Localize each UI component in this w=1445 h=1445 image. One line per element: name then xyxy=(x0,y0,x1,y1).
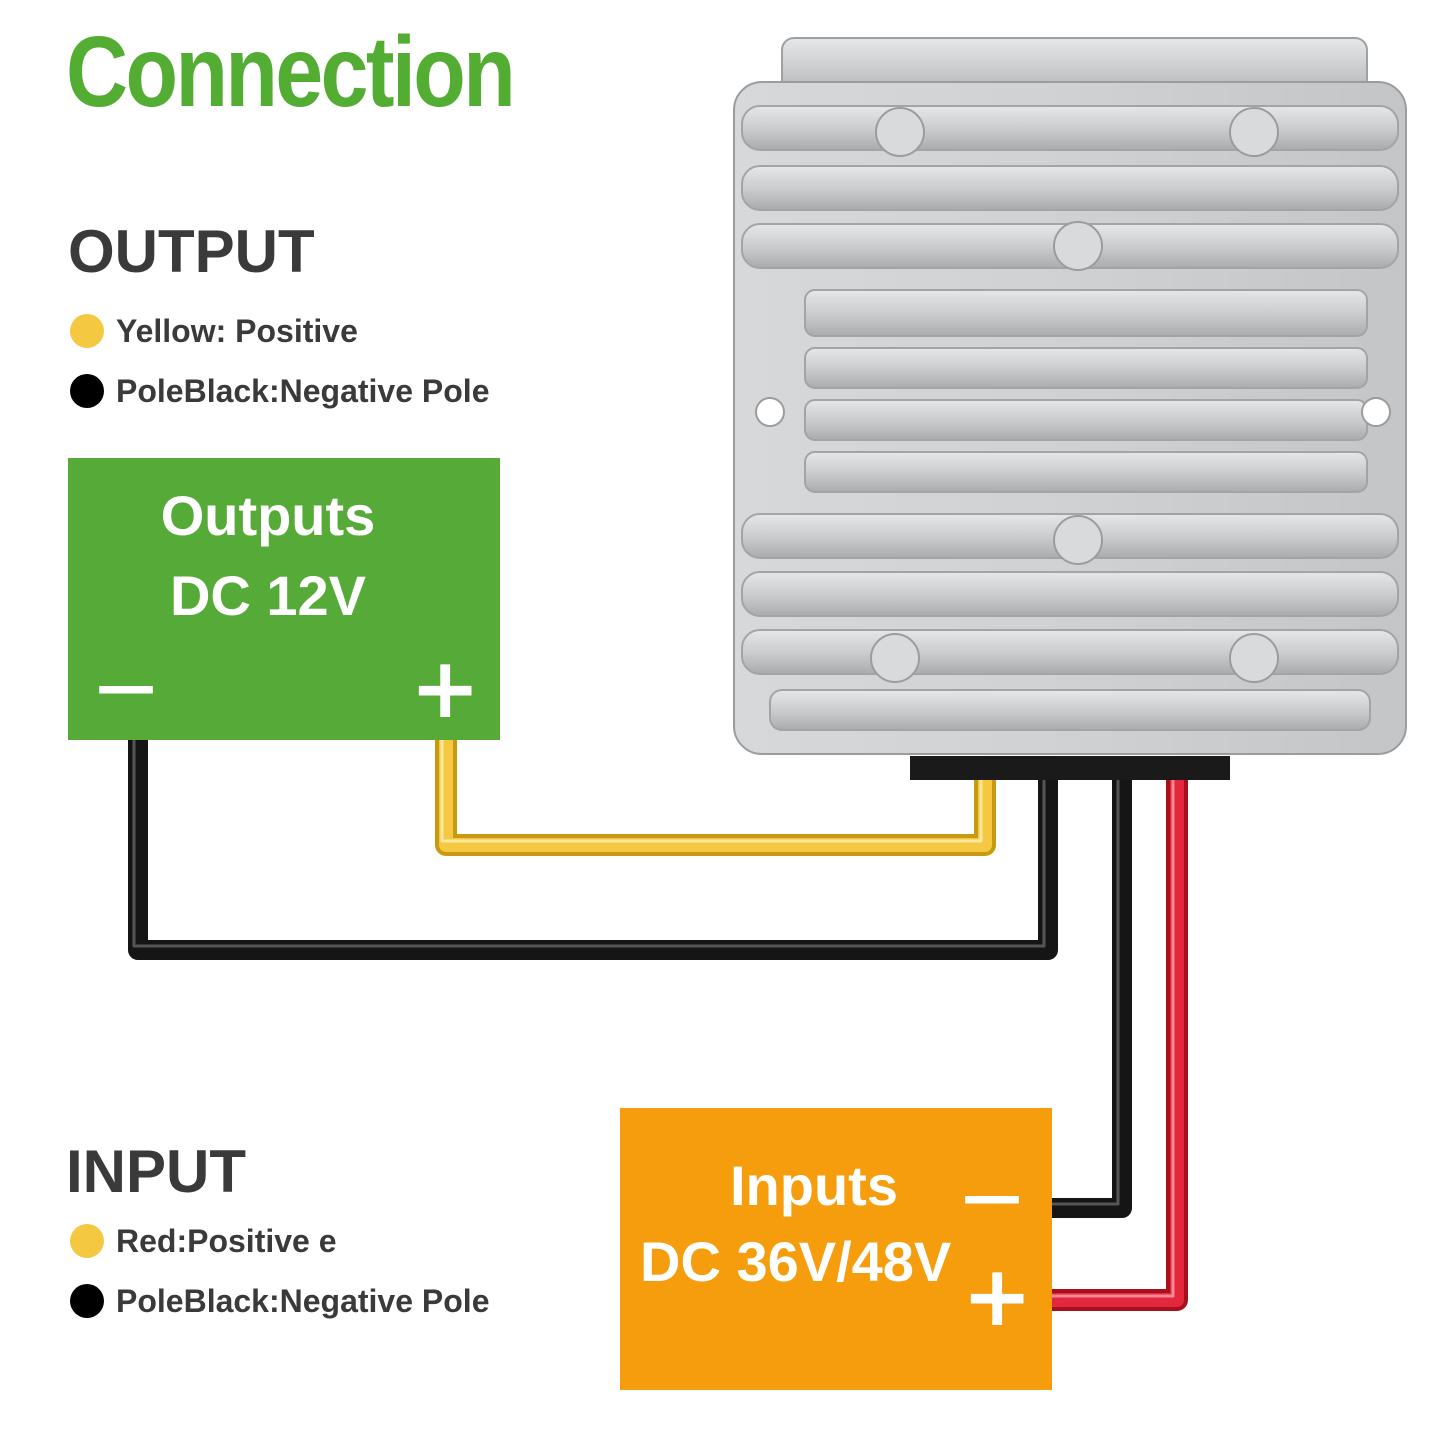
black-wire-input-highlight xyxy=(1052,780,1120,1206)
output-box-line1: Outputs xyxy=(160,484,376,547)
input-legend-positive-label: Red:Positive e xyxy=(116,1223,337,1259)
red-wire xyxy=(1052,780,1184,1307)
input-box: Inputs DC 36V/48V — + xyxy=(620,1108,1052,1390)
red-wire-highlight xyxy=(1052,780,1175,1298)
device-base-strip xyxy=(910,756,1230,780)
input-box-line2: DC 36V/48V xyxy=(640,1230,952,1293)
yellow-dot-icon xyxy=(70,314,104,348)
input-minus-icon: — xyxy=(962,1161,1022,1231)
yellow-wire-outline xyxy=(435,740,996,856)
wires xyxy=(128,740,1188,1311)
yellow-wire-highlight xyxy=(440,740,983,843)
output-box-line2: DC 12V xyxy=(169,564,367,627)
device-fins xyxy=(741,105,1399,731)
device-bolts xyxy=(870,107,1279,683)
input-plus-icon: + xyxy=(962,1247,1033,1345)
input-legend-positive: Red:Positive e xyxy=(70,1224,337,1258)
input-box-line1: Inputs xyxy=(730,1154,898,1217)
input-heading: INPUT xyxy=(66,1138,246,1205)
yellow-wire xyxy=(439,740,992,852)
output-heading: OUTPUT xyxy=(68,218,315,285)
black-dot-icon xyxy=(70,1284,104,1318)
yellow-dot-icon xyxy=(70,1224,104,1258)
black-wire-output xyxy=(128,740,1058,960)
black-dot-icon xyxy=(70,374,104,408)
output-legend-negative-label: PoleBlack:Negative Pole xyxy=(116,373,490,409)
output-box: Outputs DC 12V — + xyxy=(68,458,500,740)
output-plus-icon: + xyxy=(410,639,481,737)
device-mounting-holes xyxy=(755,397,1391,427)
black-wire-output-highlight xyxy=(132,740,1046,948)
output-legend-positive: Yellow: Positive xyxy=(70,314,358,348)
output-legend-negative: PoleBlack:Negative Pole xyxy=(70,374,489,408)
black-wire-input xyxy=(1052,780,1132,1218)
converter-device xyxy=(733,37,1407,780)
output-legend-positive-label: Yellow: Positive xyxy=(116,313,358,349)
page-title: Connection xyxy=(66,16,516,128)
input-legend-negative: PoleBlack:Negative Pole xyxy=(70,1284,489,1318)
input-legend-negative-label: PoleBlack:Negative Pole xyxy=(116,1283,490,1319)
output-minus-icon: — xyxy=(96,651,156,721)
